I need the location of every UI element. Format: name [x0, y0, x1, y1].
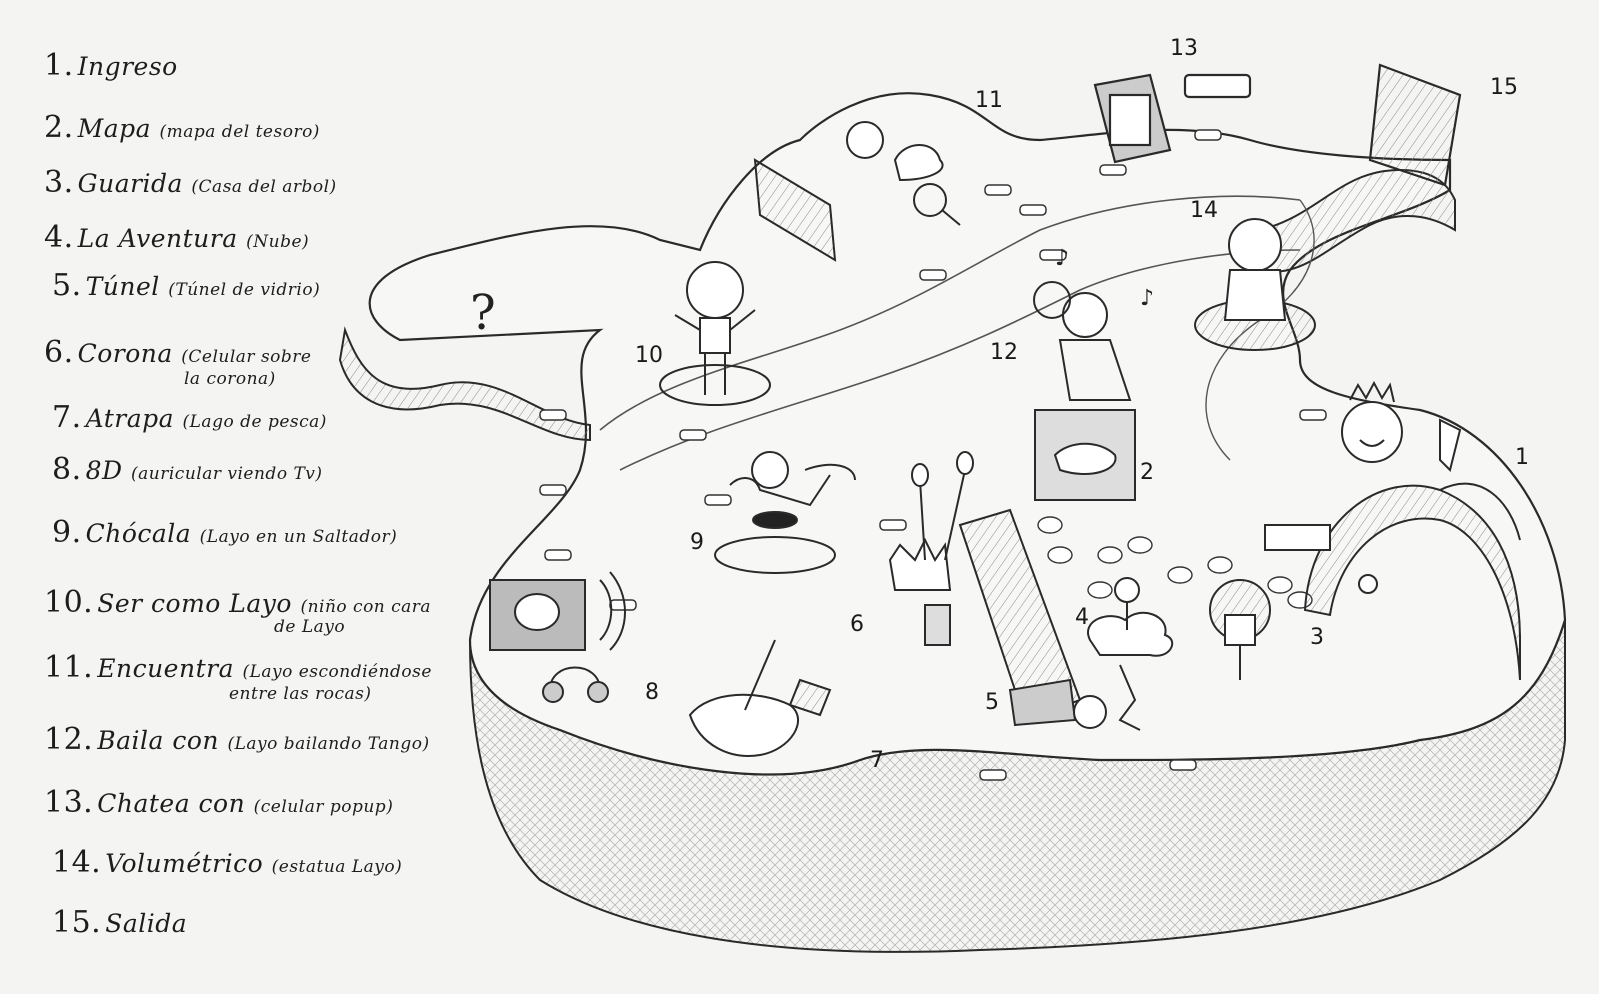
footprints [1037, 516, 1313, 609]
phone-popup [1093, 73, 1252, 164]
glass-tunnel [958, 508, 1107, 729]
crown-phone [888, 451, 974, 646]
layo-entry [1341, 380, 1462, 472]
jumper [714, 451, 856, 574]
stepping-stones [539, 129, 1327, 781]
entry-arch [1264, 482, 1521, 681]
treasure-map [1034, 409, 1136, 501]
left-ribbon [338, 326, 591, 442]
right-ribbon [1259, 168, 1456, 273]
tango-dancers: ♪ ♪ [1033, 246, 1154, 401]
layo-statue [1194, 218, 1316, 351]
svg-text:♪: ♪ [1140, 286, 1154, 311]
exit-door [1368, 63, 1462, 187]
tree-house [1209, 579, 1271, 680]
svg-text:♪: ♪ [1055, 246, 1069, 271]
adventure-cloud [1087, 577, 1174, 731]
fishing-lake [688, 639, 832, 757]
tv-headphones [489, 571, 626, 703]
layo-rocks [753, 121, 961, 262]
boy-layo-face [659, 261, 771, 406]
